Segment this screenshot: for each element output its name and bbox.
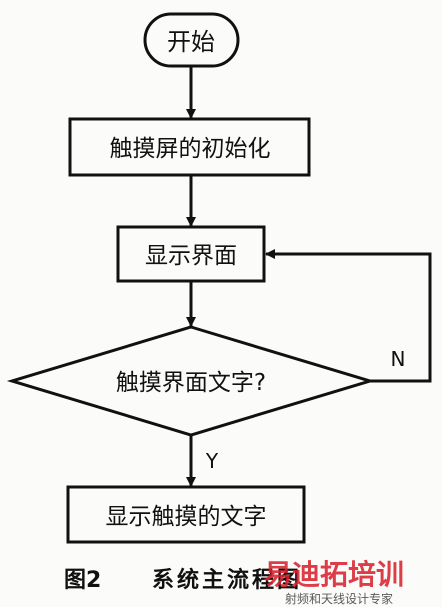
loop-back-arrow: [265, 249, 432, 383]
decision-label: 触摸界面文字?: [116, 370, 266, 396]
figure-number: 图2: [64, 568, 101, 593]
figure-title: 系统主流程图: [152, 567, 302, 593]
start-label: 开始: [167, 28, 215, 56]
watermark-tagline: 射频和天线设计专家: [285, 591, 393, 606]
no-label: N: [391, 347, 406, 371]
show-text-label: 显示触摸的文字: [106, 504, 267, 530]
watermark-logo-text: 易迪拓培训: [264, 558, 404, 591]
init-label: 触摸屏的初始化: [110, 136, 271, 162]
yes-label: Y: [205, 449, 219, 473]
watermark-logo: 易迪拓培训 射频和天线设计专家: [264, 558, 404, 606]
show-ui-label: 显示界面: [145, 243, 237, 269]
show-text-box: [66, 485, 306, 544]
